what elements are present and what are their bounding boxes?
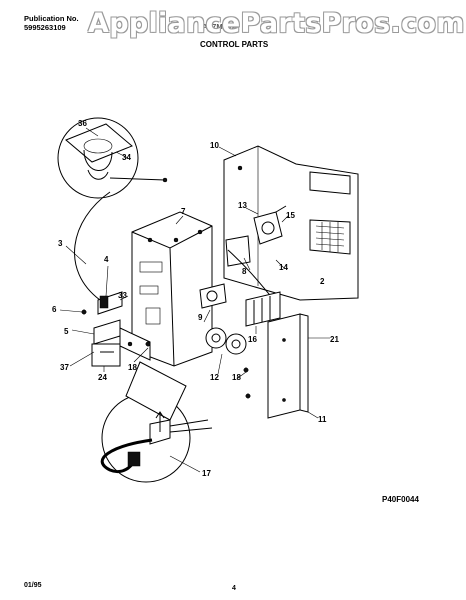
power-cord-inset — [100, 361, 213, 483]
callout-label: 5 — [64, 327, 69, 336]
callout-labels: 36 34 10 7 13 15 3 4 8 2 14 6 33 9 5 16 … — [52, 119, 339, 478]
callout-label: 12 — [210, 373, 219, 382]
capacitor-clips — [91, 341, 133, 367]
figure-code: P40F0044 — [382, 495, 419, 504]
callout-label: 7 — [181, 207, 186, 216]
page-number: 4 — [232, 585, 236, 592]
callout-label: 6 — [52, 305, 57, 314]
rear-panel — [223, 145, 359, 301]
terminal-block — [81, 291, 123, 345]
callout-label: 10 — [210, 141, 219, 150]
callout-label: 33 — [118, 291, 127, 300]
publication-number: 5995263109 — [24, 23, 66, 32]
watermark: AppliancePartsPros.com — [88, 8, 465, 39]
fan-inset — [57, 117, 168, 199]
callout-label: 11 — [318, 415, 327, 424]
callout-label: 4 — [104, 255, 109, 264]
bracket-panel — [267, 313, 309, 419]
wire-harness — [74, 191, 111, 301]
leader-lines — [59, 127, 330, 473]
callout-label: 37 — [60, 363, 69, 372]
model-number: FAL7MW/A — [198, 22, 238, 31]
screws — [81, 309, 251, 399]
callout-label: 14 — [279, 263, 288, 272]
selector-switch — [253, 205, 287, 245]
control-knobs — [205, 327, 247, 355]
callout-label: 9 — [198, 313, 203, 322]
callout-label: 36 — [78, 119, 87, 128]
section-title: CONTROL PARTS — [200, 40, 269, 49]
callout-label: 18 — [232, 373, 241, 382]
terminal-connector — [245, 291, 281, 327]
callout-label: 34 — [122, 153, 131, 162]
callout-label: 13 — [238, 201, 247, 210]
callout-label: 18 — [128, 363, 137, 372]
callout-label: 8 — [242, 267, 247, 276]
callout-label: 15 — [286, 211, 295, 220]
knob-shaft — [199, 283, 227, 309]
footer-date: 01/95 — [24, 582, 42, 589]
callout-label: 24 — [98, 373, 107, 382]
control-box — [119, 211, 213, 367]
publication-label: Publication No. — [24, 14, 79, 23]
callout-label: 21 — [330, 335, 339, 344]
callout-label: 16 — [248, 335, 257, 344]
callout-label: 3 — [58, 239, 63, 248]
callout-label: 2 — [320, 277, 325, 286]
callout-label: 17 — [202, 469, 211, 478]
